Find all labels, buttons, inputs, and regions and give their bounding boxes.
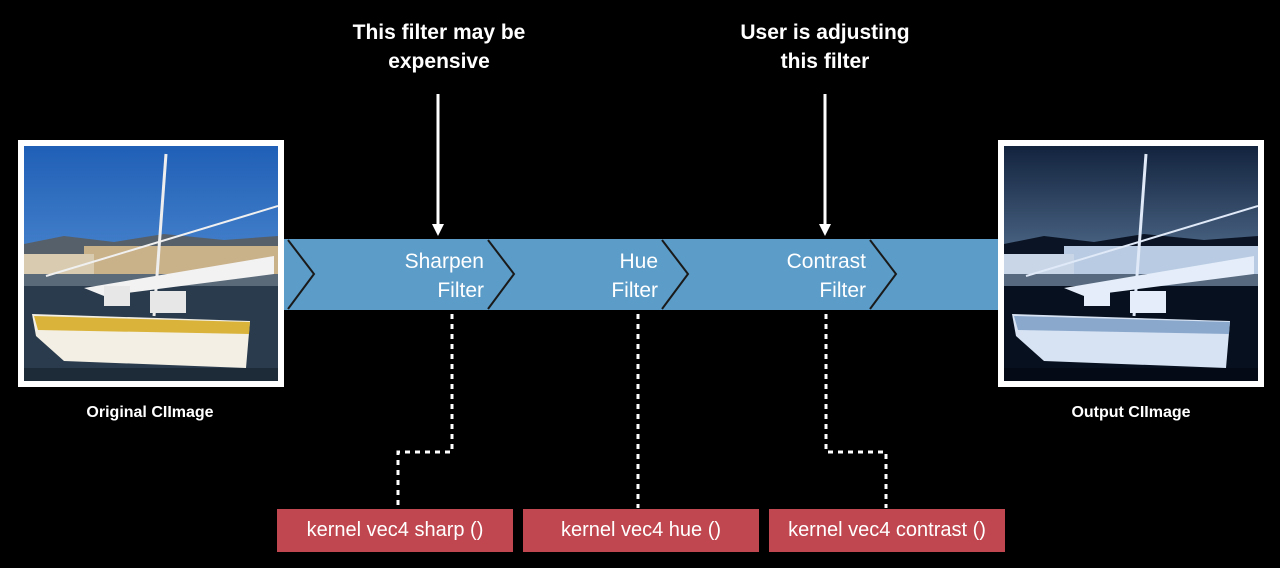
- arrow-adjusting-icon: [819, 94, 831, 236]
- callout-adjusting: User is adjusting this filter: [740, 21, 910, 73]
- original-image-caption: Original CIImage: [86, 404, 214, 421]
- pipeline-band: [282, 239, 1000, 310]
- connector-contrast: [824, 314, 888, 508]
- kernel-hue: kernel vec4 hue (): [523, 509, 759, 552]
- kernel-sharp: kernel vec4 sharp (): [277, 509, 513, 552]
- callout-expensive: This filter may be expensive: [352, 21, 526, 73]
- arrow-expensive-icon: [432, 94, 444, 236]
- kernel-contrast: kernel vec4 contrast (): [769, 509, 1005, 552]
- chevron-hue-icon: [661, 239, 690, 310]
- chevron-start-icon: [287, 239, 316, 310]
- output-image-caption: Output CIImage: [1071, 404, 1191, 421]
- connector-sharpen: [396, 314, 454, 508]
- chevron-contrast-icon: [869, 239, 898, 310]
- chevron-sharpen-icon: [487, 239, 516, 310]
- filter-hue: Hue Filter: [611, 250, 658, 302]
- output-image: [998, 140, 1264, 387]
- filter-sharpen: Sharpen Filter: [404, 250, 484, 302]
- filter-contrast: Contrast Filter: [786, 250, 866, 302]
- original-image: [18, 140, 284, 387]
